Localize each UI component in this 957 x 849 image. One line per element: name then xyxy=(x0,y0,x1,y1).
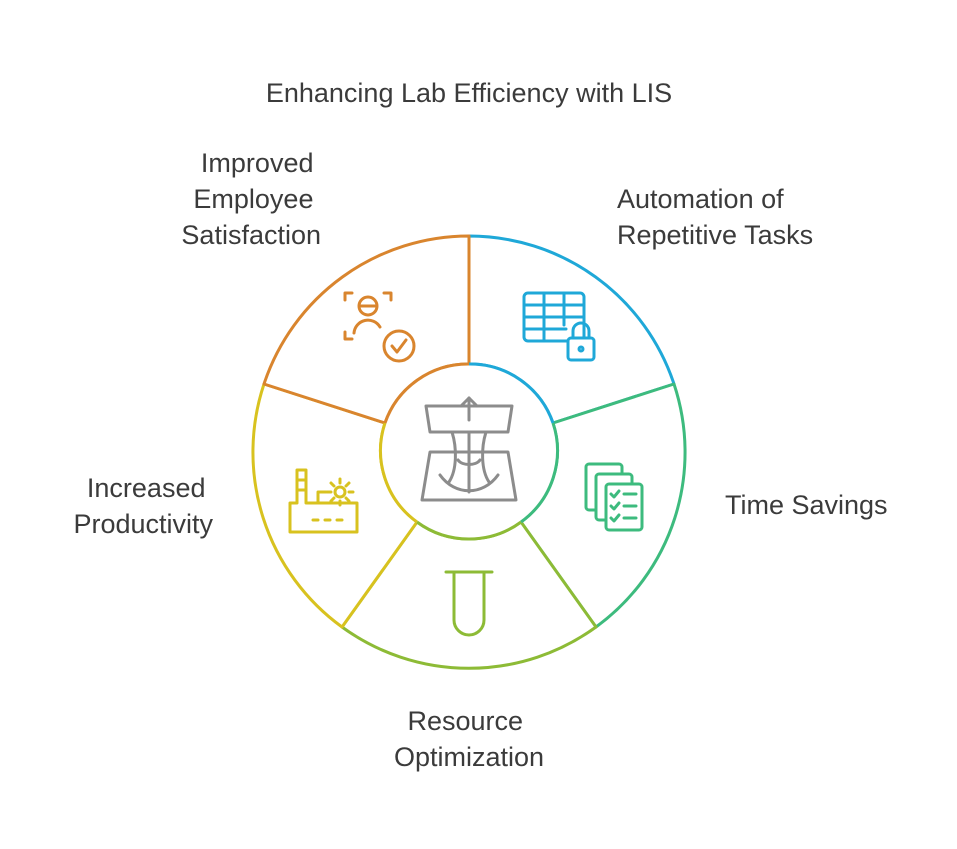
label-employee-satisfaction-line-2: Employee xyxy=(193,184,313,214)
label-increased-productivity-line-2: Productivity xyxy=(73,509,213,539)
person-check-icon xyxy=(343,291,416,363)
label-increased-productivity: Increased Productivity xyxy=(73,473,213,539)
label-resource-optimization: Resource Optimization xyxy=(394,706,544,772)
label-resource-optimization-line-1: Resource xyxy=(407,706,523,736)
label-automation: Automation of Repetitive Tasks xyxy=(617,184,813,250)
factory-gear-icon xyxy=(288,468,359,534)
label-automation-line-2: Repetitive Tasks xyxy=(617,220,813,250)
locked-table-icon xyxy=(522,291,596,362)
label-resource-optimization-line-2: Optimization xyxy=(394,742,544,772)
diagram-title: Enhancing Lab Efficiency with LIS xyxy=(266,78,672,108)
lab-apparatus-icon xyxy=(420,396,518,502)
label-time-savings: Time Savings xyxy=(725,490,888,520)
center-hub xyxy=(379,362,559,541)
label-increased-productivity-line-1: Increased xyxy=(87,473,206,503)
label-employee-satisfaction-line-1: Improved xyxy=(201,148,314,178)
label-employee-satisfaction: Improved Employee Satisfaction xyxy=(181,148,321,250)
label-employee-satisfaction-line-3: Satisfaction xyxy=(181,220,321,250)
label-time-savings-line-1: Time Savings xyxy=(725,490,888,520)
checklist-documents-icon xyxy=(584,462,644,532)
label-automation-line-1: Automation of xyxy=(617,184,784,214)
test-tube-icon xyxy=(444,570,494,637)
